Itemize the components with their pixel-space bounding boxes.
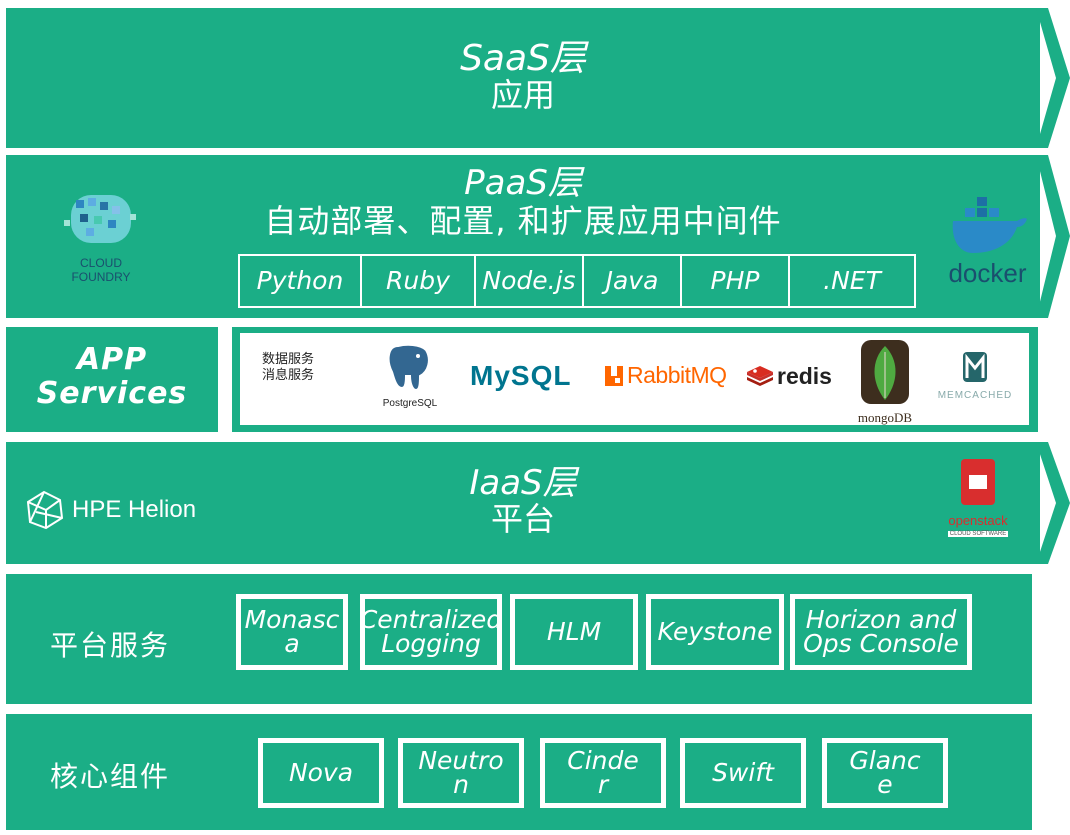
- paas-name: PaaS层: [464, 163, 582, 203]
- platform-box-horizon: Horizon and Ops Console: [790, 594, 972, 670]
- core-box-cinder: Cinder: [540, 738, 666, 808]
- hpe-helion-logo: HPE Helion: [22, 488, 196, 532]
- core-box-nova: Nova: [258, 738, 384, 808]
- core-components-label: 核心组件: [50, 760, 171, 793]
- lang-box-dotnet: .NET: [788, 254, 916, 308]
- saas-chevron: [1036, 8, 1070, 148]
- app-services-text: 数据服务 消息服务: [262, 352, 315, 383]
- lang-box-php: PHP: [680, 254, 790, 308]
- iaas-layer: [6, 442, 1040, 564]
- memcached-icon: [963, 352, 987, 382]
- lang-box-nodejs: Node.js: [474, 254, 584, 308]
- mysql-logo: MySQL: [470, 360, 572, 391]
- core-box-neutron: Neutron: [398, 738, 524, 808]
- postgresql-elephant-icon: [387, 343, 430, 392]
- helion-mesh-icon: [26, 490, 64, 530]
- paas-desc: 自动部署、配置, 和扩展应用中间件: [264, 202, 782, 240]
- iaas-name: IaaS层: [469, 463, 577, 503]
- docker-text: docker: [948, 258, 1027, 288]
- platform-box-keystone: Keystone: [646, 594, 784, 670]
- platform-box-hlm: HLM: [510, 594, 638, 670]
- memcached-logo: MEMCACHED: [935, 350, 1015, 406]
- saas-name: SaaS层: [460, 38, 586, 79]
- saas-desc: 应用: [490, 76, 555, 114]
- saas-layer: [6, 8, 1040, 148]
- core-box-swift: Swift: [680, 738, 806, 808]
- openstack-logo: openstack CLOUD SOFTWARE: [945, 455, 1011, 550]
- redis-logo: redis: [745, 362, 832, 390]
- openstack-icon: [961, 459, 995, 505]
- docker-whale-icon: [952, 197, 1027, 253]
- iaas-desc: 平台: [490, 500, 555, 538]
- docker-logo: docker: [945, 195, 1030, 290]
- paas-layer: [6, 155, 1040, 318]
- cloud-foundry-text: CLOUD FOUNDRY: [71, 256, 131, 284]
- iaas-chevron: [1036, 442, 1070, 564]
- lang-box-java: Java: [582, 254, 682, 308]
- app-services-label: APP Services: [36, 342, 188, 411]
- app-services-label-panel: [6, 327, 218, 432]
- mongodb-logo: mongoDB: [855, 338, 915, 426]
- iaas-title: IaaS层 平台: [6, 465, 1040, 537]
- cloud-foundry-logo: CLOUD FOUNDRY: [56, 190, 146, 290]
- lang-box-python: Python: [238, 254, 362, 308]
- paas-chevron: [1036, 155, 1070, 318]
- mongodb-leaf-icon: [861, 340, 909, 404]
- paas-title: PaaS层 自动部署、配置, 和扩展应用中间件: [6, 165, 1040, 241]
- platform-box-monasca: Monasca: [236, 594, 348, 670]
- saas-title: SaaS层 应用: [6, 38, 1040, 114]
- cloud-foundry-icon: [64, 195, 136, 243]
- rabbitmq-icon: [605, 365, 623, 386]
- platform-box-centralized-logging: Centralized Logging: [360, 594, 502, 670]
- lang-box-ruby: Ruby: [360, 254, 476, 308]
- platform-services-label: 平台服务: [50, 629, 171, 662]
- postgresql-logo: PostgreSQL: [380, 342, 440, 412]
- rabbitmq-logo: RabbitMQ: [603, 362, 727, 389]
- redis-icon: [747, 366, 773, 386]
- core-box-glance: Glance: [822, 738, 948, 808]
